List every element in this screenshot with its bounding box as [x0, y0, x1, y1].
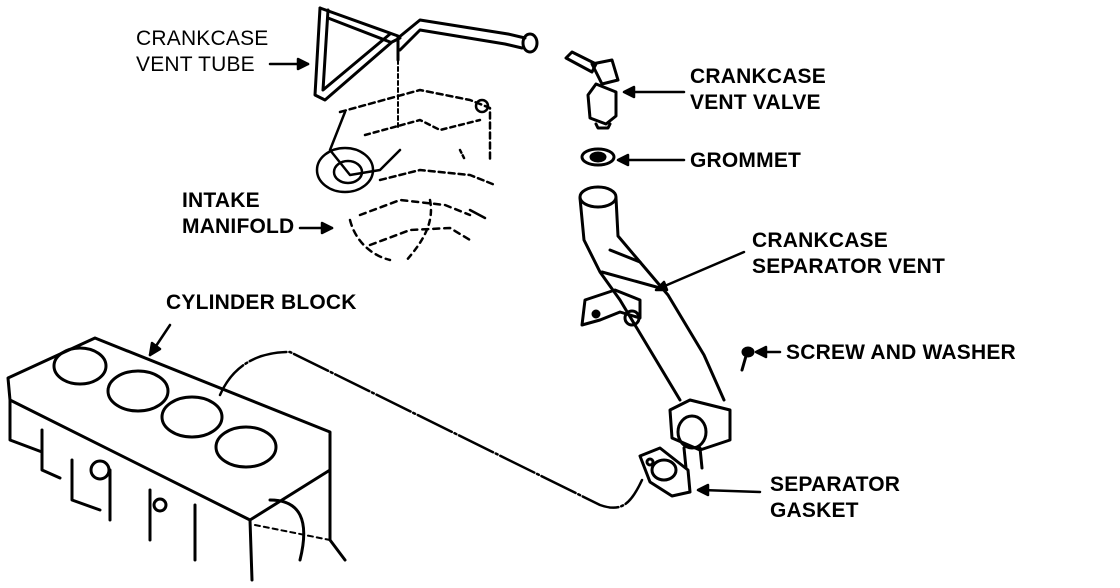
label-grommet: GROMMET [690, 148, 801, 174]
grommet [580, 147, 616, 167]
label-separator-gasket: SEPARATOR GASKET [770, 472, 900, 524]
label-crankcase-vent-tube-line-2: VENT TUBE [136, 53, 255, 76]
screw-and-washer [740, 346, 755, 372]
label-cylinder-block-line-1: CYLINDER BLOCK [166, 291, 357, 314]
label-intake-manifold: INTAKE MANIFOLD [182, 188, 294, 240]
label-crankcase-separator-vent-line-1: CRANKCASE [752, 229, 888, 252]
leader-arrows [148, 57, 782, 497]
label-screw-and-washer-line-1: SCREW AND WASHER [786, 341, 1016, 364]
intake-manifold [315, 88, 497, 264]
crankcase-vent-valve [564, 50, 620, 130]
crankcase-separator-vent [578, 185, 732, 470]
label-separator-gasket-line-2: GASKET [770, 499, 859, 522]
label-crankcase-vent-valve-line-2: VENT VALVE [690, 91, 821, 114]
label-crankcase-vent-tube: CRANKCASE VENT TUBE [136, 26, 269, 78]
label-separator-gasket-line-1: SEPARATOR [770, 473, 901, 496]
label-screw-and-washer: SCREW AND WASHER [786, 340, 1016, 366]
label-crankcase-vent-tube-line-1: CRANKCASE [136, 27, 269, 50]
label-crankcase-vent-valve-line-1: CRANKCASE [690, 65, 826, 88]
label-intake-manifold-line-1: INTAKE [182, 189, 260, 212]
label-grommet-line-1: GROMMET [690, 149, 802, 172]
connection-line [218, 350, 644, 509]
separator-gasket [638, 446, 692, 498]
label-cylinder-block: CYLINDER BLOCK [166, 290, 357, 316]
label-crankcase-separator-vent: CRANKCASE SEPARATOR VENT [752, 228, 945, 280]
label-intake-manifold-line-2: MANIFOLD [182, 215, 295, 238]
label-crankcase-separator-vent-line-2: SEPARATOR VENT [752, 255, 945, 278]
label-crankcase-vent-valve: CRANKCASE VENT VALVE [690, 64, 826, 116]
crankcase-vent-tube [313, 6, 539, 131]
cylinder-block [6, 336, 347, 582]
